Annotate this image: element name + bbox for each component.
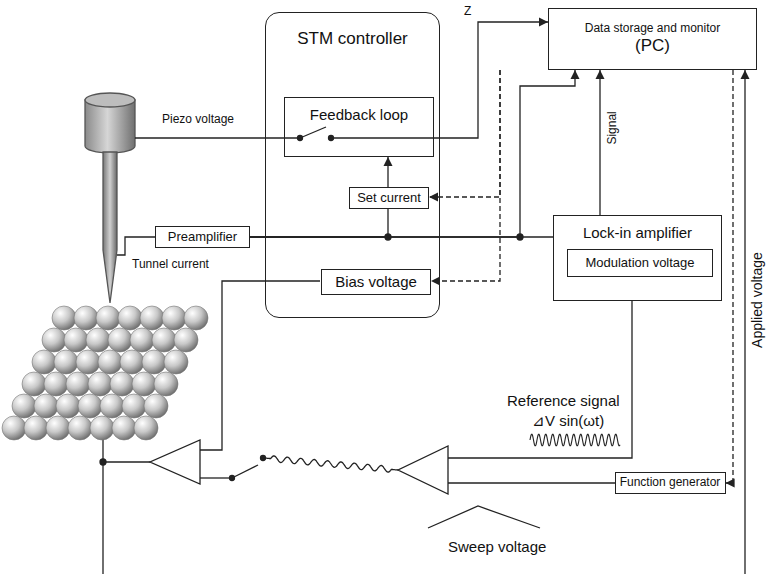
surface-atom [134,416,158,440]
signal-connector [434,22,548,138]
lock-in-box: Lock-in amplifierModulation voltage [553,215,722,301]
surface-atom [44,372,68,396]
surface-atom [86,328,110,352]
surface-atom [2,416,26,440]
signal-label: ⊿V sin(ωt) [530,412,606,429]
surface-atom [24,416,48,440]
surface-atom [98,350,122,374]
surface-atom [78,394,102,418]
surface-atom [52,306,76,330]
surface-atom [96,306,120,330]
surface-atom [120,350,144,374]
box-text: Bias voltage [335,273,417,290]
surface-atom [162,306,186,330]
signal-label: Tunnel current [130,258,211,272]
signal-name: Applied voltage [749,250,765,350]
preamplifier-box: Preamplifier [155,226,250,248]
surface-atom [74,306,98,330]
box-text: Feedback loop [310,106,408,123]
box-text: (PC) [635,36,670,56]
surface-atom [122,394,146,418]
surface-atom [154,372,178,396]
function-generator-box: Function generator [615,472,726,494]
bias-voltage-box: Bias voltage [321,269,431,295]
surface-atom [130,328,154,352]
surface-atom [64,328,88,352]
edge-label: Signal [606,109,620,146]
signal-connector [250,70,575,237]
surface-atom [100,394,124,418]
surface-atom [164,350,188,374]
signal-connector [387,157,388,187]
surface-atom [12,394,36,418]
signal-connector [250,209,388,237]
surface-atom [42,328,66,352]
surface-atom [112,416,136,440]
edge-label: Z [462,5,473,19]
pc-box: Data storage and monitor(PC) [548,8,757,70]
surface-atom [152,328,176,352]
signal-label: Piezo voltage [160,113,236,127]
surface-atom [90,416,114,440]
box-text: Data storage and monitor [585,22,720,36]
surface-atom [54,350,78,374]
surface-atom [22,372,46,396]
surface-atom [110,372,134,396]
surface-atom [174,328,198,352]
box-text: Lock-in amplifier [583,224,692,241]
box-text: Set current [357,191,421,206]
surface-atom [184,306,208,330]
feedback-box: Feedback loop [284,97,434,157]
surface-atom [56,394,80,418]
surface-atom [34,394,58,418]
controller-panel: STM controllerFeedback loopSet currentBi… [265,12,440,318]
surface-atom [140,306,164,330]
surface-atom [108,328,132,352]
surface-atom [118,306,142,330]
surface-atom [66,372,90,396]
box-text: Modulation voltage [585,256,694,271]
box-text: STM controller [297,29,408,49]
surface-atom [132,372,156,396]
surface-atom [88,372,112,396]
control-connector [726,70,734,483]
signal-connector [599,70,600,215]
control-connector [431,70,500,281]
surface-atom [76,350,100,374]
box-text: Function generator [620,476,721,490]
surface-atom [32,350,56,374]
surface-atom [46,416,70,440]
modulation-box: Modulation voltage [567,249,713,277]
surface-atom [144,394,168,418]
box-text: Preamplifier [168,230,237,245]
surface-atom [142,350,166,374]
surface-atom [68,416,92,440]
signal-label: Reference signal [505,392,622,409]
signal-label: Sweep voltage [446,538,548,555]
set-current-box: Set current [349,187,429,209]
